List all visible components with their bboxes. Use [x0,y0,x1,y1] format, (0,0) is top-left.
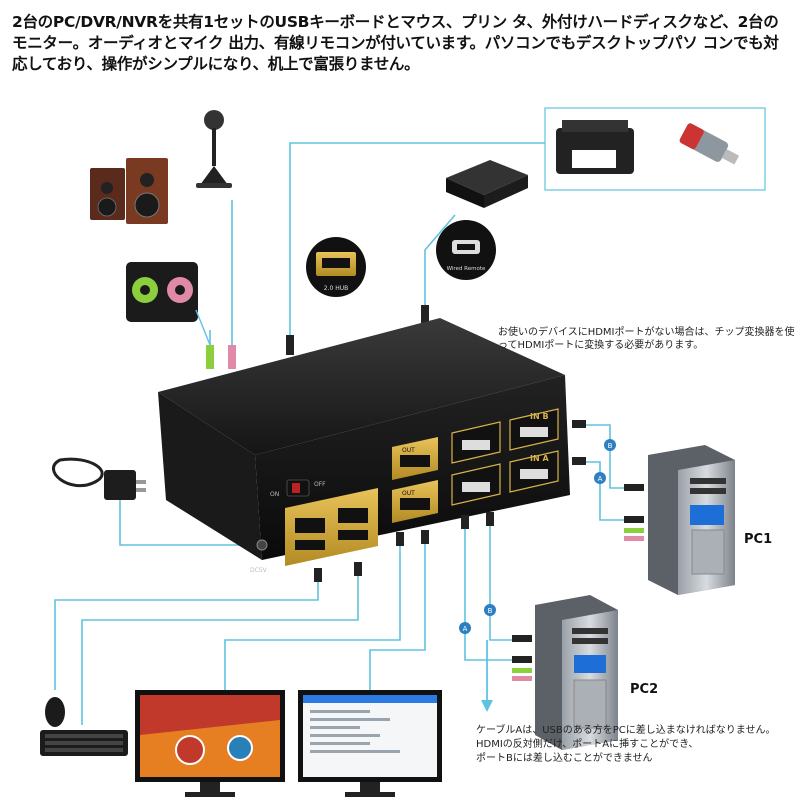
audio-jack-callout [126,262,211,346]
pc2-tower [535,595,618,750]
svg-text:DC5V: DC5V [250,567,268,574]
remote-port-callout: Wired Remote [436,220,496,280]
wired-remote-device [446,160,528,208]
svg-text:OUT: OUT [402,490,415,497]
svg-text:A: A [598,475,603,483]
svg-text:B: B [608,442,613,450]
speakers-illustration [90,158,168,224]
monitor-right [298,690,442,797]
power-adapter-illustration [52,457,146,500]
kvm-switch-box: ON OFF DC5V OUT OUT IN B IN A [158,318,570,574]
cable-lines [54,142,640,725]
svg-text:ON: ON [270,491,279,498]
usb-hub-callout: 2.0 HUB [306,237,366,297]
svg-text:B: B [488,607,493,615]
keyboard-mouse [40,697,128,756]
pc1-label: PC1 [744,532,773,547]
cable-note-line1: ケーブルAは、USBのある方をPCに差し込まなければなりません。 [476,725,776,736]
svg-text:IN A: IN A [530,454,549,463]
cable-note-line2: HDMIの反対側だけ、ポートAに挿すことができ、 [476,739,699,750]
cable-note-line3: ポートBには差し込むことができません [476,753,653,764]
svg-text:Wired Remote: Wired Remote [447,266,486,272]
svg-text:IN B: IN B [530,412,549,421]
pc1-tower [648,445,735,595]
printer-usbdrive-panel [544,107,766,191]
monitor-left [135,690,285,797]
header-description: 2台のPC/DVR/NVRを共有1セットのUSBキーボードとマウス、プリン タ、… [12,13,779,73]
cable-markers: B A B A [459,439,616,634]
hdmi-adapter-note: お使いのデバイスにHDMIポートがない場合は、チップ変換器を使ってHDMIポート… [498,327,795,351]
svg-text:OFF: OFF [314,481,326,488]
svg-text:OUT: OUT [402,447,415,454]
pc2-label: PC2 [630,682,659,697]
svg-text:A: A [463,625,468,633]
svg-text:2.0 HUB: 2.0 HUB [324,285,348,292]
microphone-illustration [196,110,232,188]
